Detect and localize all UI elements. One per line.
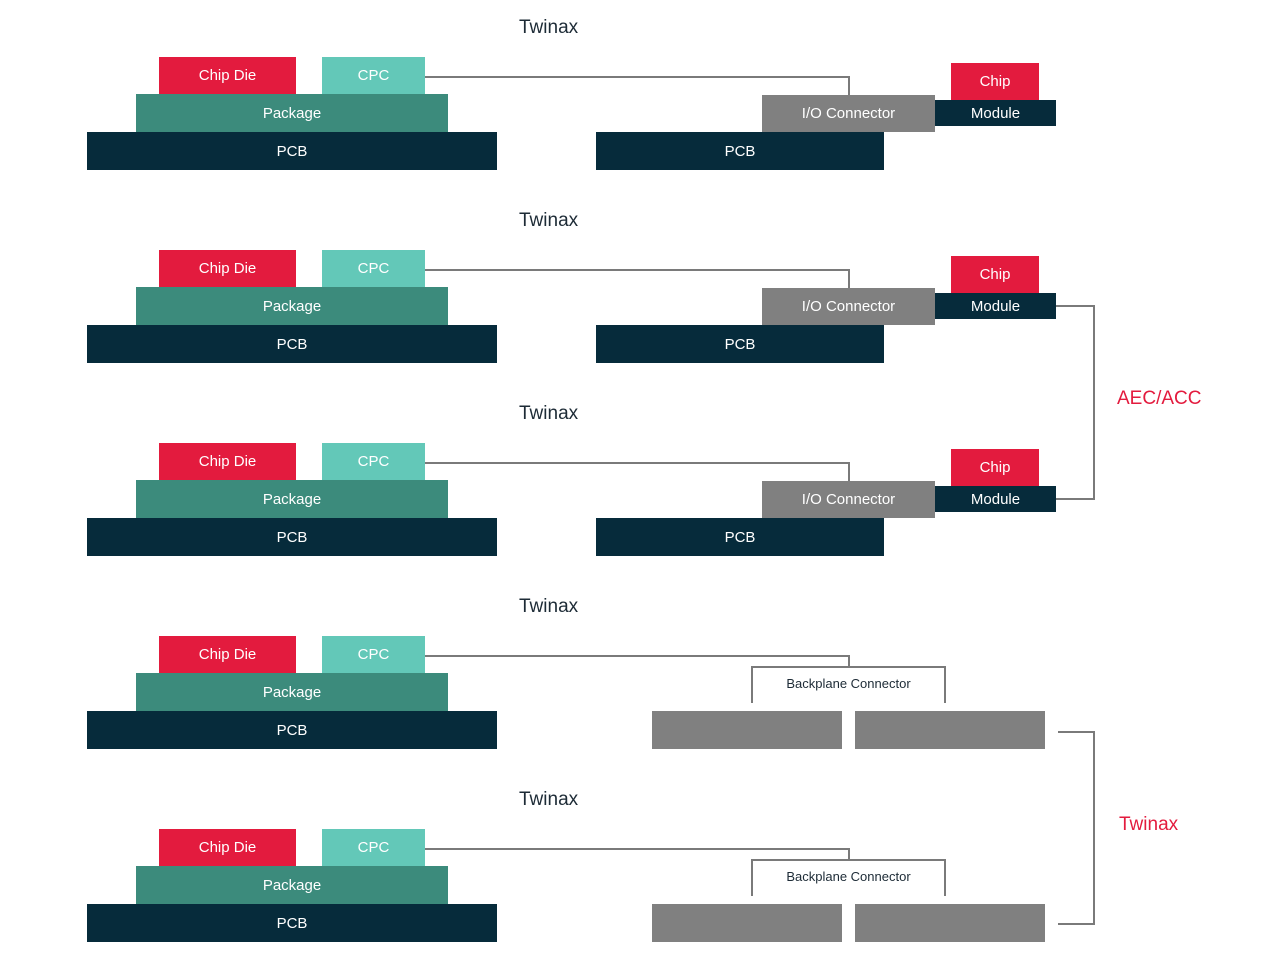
chip-die-block: Chip Die	[159, 829, 296, 866]
cpc-block: CPC	[322, 636, 425, 673]
row-title: Twinax	[519, 403, 579, 424]
backplane-block-left	[652, 904, 842, 942]
twinax-side-bracket	[1058, 731, 1095, 925]
chip-block: Chip	[951, 449, 1039, 486]
cpc-block: CPC	[322, 250, 425, 287]
module-block: Module	[935, 293, 1056, 319]
twinax-side-label: Twinax	[1119, 814, 1179, 835]
row-title: Twinax	[519, 596, 579, 617]
chip-die-block: Chip Die	[159, 636, 296, 673]
cpc-block: CPC	[322, 57, 425, 94]
chip-die-block: Chip Die	[159, 443, 296, 480]
pcb-block: PCB	[87, 518, 497, 556]
pcb-block: PCB	[87, 132, 497, 170]
backplane-block-right	[855, 904, 1045, 942]
package-block: Package	[136, 287, 448, 325]
aec-acc-bracket	[1056, 305, 1095, 500]
row-title: Twinax	[519, 17, 579, 38]
io-connector-block: I/O Connector	[762, 288, 935, 325]
aec-acc-label: AEC/ACC	[1117, 388, 1202, 409]
io-connector-block: I/O Connector	[762, 95, 935, 132]
pcb-block: PCB	[87, 711, 497, 749]
chip-die-block: Chip Die	[159, 250, 296, 287]
package-block: Package	[136, 673, 448, 711]
backplane-connector-label: Backplane Connector	[786, 676, 911, 691]
pcb-block: PCB	[596, 325, 884, 363]
module-block: Module	[935, 486, 1056, 512]
twinax-wire	[425, 76, 850, 95]
cpc-block: CPC	[322, 443, 425, 480]
pcb-block: PCB	[596, 518, 884, 556]
package-block: Package	[136, 94, 448, 132]
io-connector-block: I/O Connector	[762, 481, 935, 518]
module-block: Module	[935, 100, 1056, 126]
cpc-block: CPC	[322, 829, 425, 866]
twinax-wire	[425, 848, 850, 860]
package-block: Package	[136, 866, 448, 904]
twinax-wire	[425, 269, 850, 288]
backplane-connector-label: Backplane Connector	[786, 869, 911, 884]
backplane-block-right	[855, 711, 1045, 749]
pcb-block: PCB	[87, 325, 497, 363]
backplane-block-left	[652, 711, 842, 749]
chip-die-block: Chip Die	[159, 57, 296, 94]
pcb-block: PCB	[596, 132, 884, 170]
twinax-wire	[425, 655, 850, 667]
package-block: Package	[136, 480, 448, 518]
row-title: Twinax	[519, 789, 579, 810]
pcb-block: PCB	[87, 904, 497, 942]
chip-block: Chip	[951, 63, 1039, 100]
row-title: Twinax	[519, 210, 579, 231]
chip-block: Chip	[951, 256, 1039, 293]
twinax-wire	[425, 462, 850, 481]
